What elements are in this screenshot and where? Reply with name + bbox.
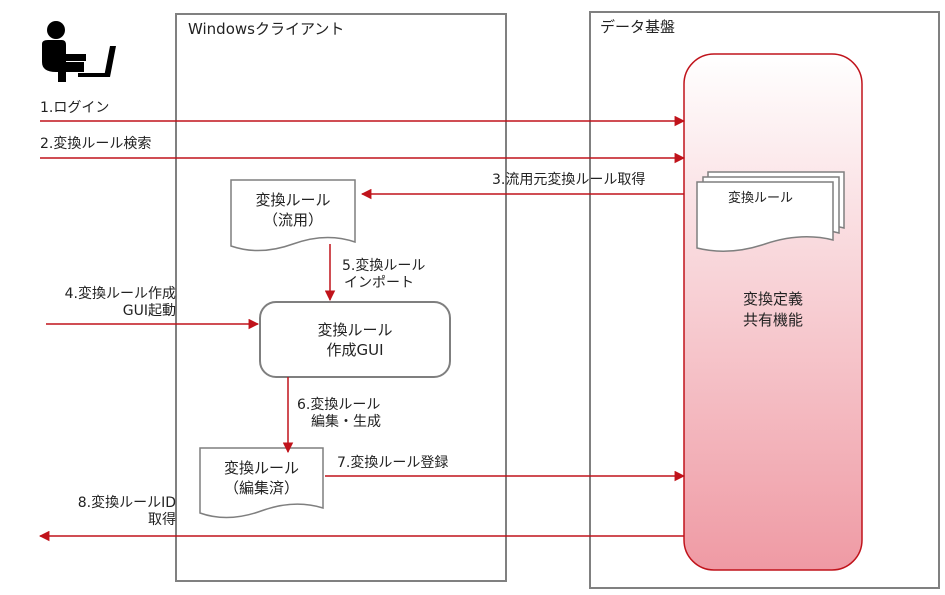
stored-rule-docs (696, 171, 845, 252)
function-label: 変換定義 共有機能 (742, 290, 803, 329)
doc-reuse-label: 変換ルール （流用） (255, 191, 331, 229)
step8-label: 8.変換ルールID 取得 (77, 495, 176, 528)
doc-edited (199, 447, 324, 519)
gui-box-label: 変換ルール 作成GUI (317, 321, 393, 359)
lane-client (175, 13, 507, 582)
lane-platform-title: データ基盤 (600, 18, 676, 36)
doc-edited-label: 変換ルール （編集済） (223, 459, 299, 497)
gui-box (259, 301, 451, 378)
lane-client-title: Windowsクライアント (188, 20, 345, 38)
stored-rule-label: 変換ルール (728, 191, 794, 206)
user-at-computer-icon (42, 21, 116, 82)
doc-reuse (230, 179, 356, 252)
step5-label: 5.変換ルール インポート (342, 258, 426, 291)
step6-label: 6.変換ルール 編集・生成 (297, 397, 381, 430)
step4-label: 4.変換ルール作成 GUI起動 (64, 286, 176, 319)
step1-label: 1.ログイン (40, 100, 110, 116)
step7-label: 7.変換ルール登録 (337, 455, 449, 471)
step3-label: 3.流用元変換ルール取得 (492, 172, 646, 188)
lane-platform (589, 11, 940, 589)
step2-label: 2.変換ルール検索 (40, 136, 152, 152)
